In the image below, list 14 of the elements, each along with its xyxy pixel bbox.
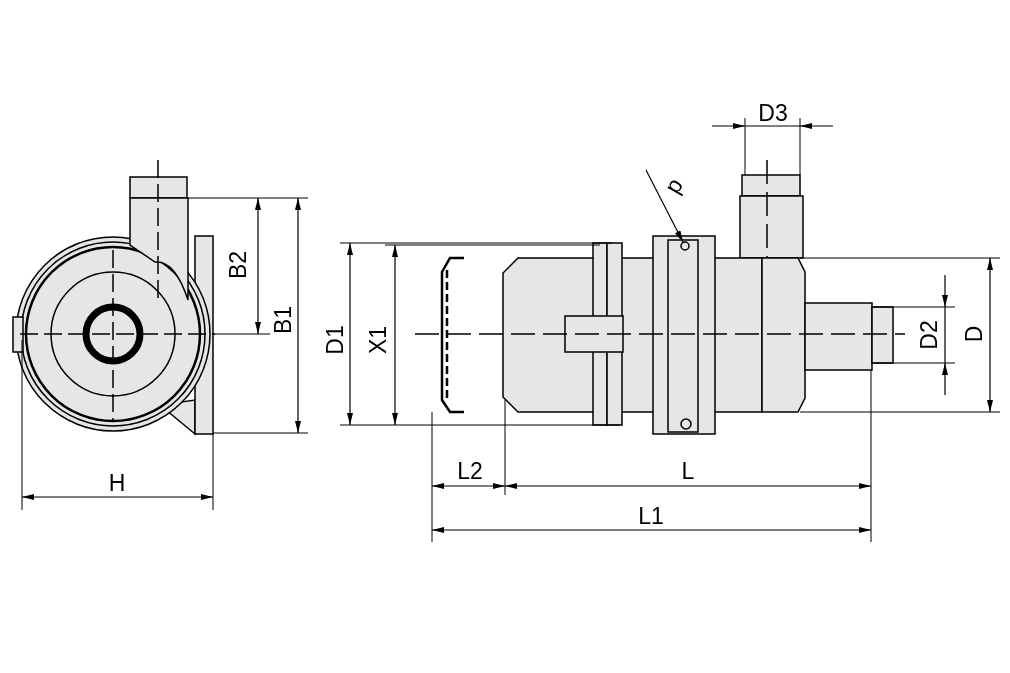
dimension-label: D bbox=[962, 325, 986, 343]
dimension-label: L1 bbox=[638, 504, 664, 528]
dimension-label: D2 bbox=[917, 320, 941, 350]
dimension-label: D3 bbox=[758, 101, 788, 125]
dimension-label: D1 bbox=[323, 325, 347, 355]
dimension-label: B1 bbox=[271, 305, 295, 335]
dimension-label: L2 bbox=[457, 459, 483, 483]
dimension-label: B2 bbox=[226, 250, 250, 280]
callout-label: p bbox=[660, 174, 688, 198]
dimension-label: H bbox=[108, 471, 126, 495]
leader-line bbox=[645, 169, 684, 244]
dimension-label: X1 bbox=[366, 325, 390, 355]
dimension-label: L bbox=[681, 459, 695, 483]
port-hole bbox=[680, 241, 690, 251]
